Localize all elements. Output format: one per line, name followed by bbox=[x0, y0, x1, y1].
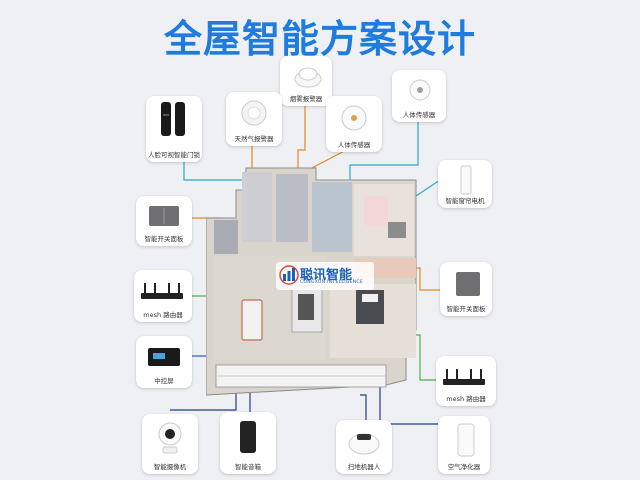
brand-name: 聪讯智能 bbox=[300, 268, 353, 283]
device-card-camera[interactable]: 智能摄像机 bbox=[142, 414, 198, 474]
device-label: mesh 路由器 bbox=[446, 394, 486, 403]
device-card-lock[interactable]: 人脸可视智能门锁 bbox=[146, 96, 202, 162]
device-label: 智能摄像机 bbox=[153, 462, 187, 471]
curtain-motor-icon bbox=[460, 165, 472, 195]
device-label: mesh 路由器 bbox=[143, 310, 183, 319]
brand-logo: 聪讯智能 CONGXUN INTELLIGENCE bbox=[276, 262, 374, 290]
device-card-motion[interactable]: 人体传感器 bbox=[392, 70, 446, 122]
robot-vacuum-icon bbox=[348, 433, 380, 455]
gas-detector-icon bbox=[241, 100, 267, 126]
smart-lock-icon bbox=[161, 102, 185, 136]
device-label: 天然气报警器 bbox=[234, 134, 274, 143]
wall-switch-icon bbox=[149, 206, 179, 226]
air-purifier-icon bbox=[457, 423, 475, 457]
device-label: 智能音箱 bbox=[235, 462, 261, 471]
device-label: 智能开关面板 bbox=[446, 304, 486, 313]
device-card-panel[interactable]: 中控屏 bbox=[136, 336, 192, 388]
device-card-router1[interactable]: mesh 路由器 bbox=[134, 270, 192, 322]
device-label: 中控屏 bbox=[154, 376, 174, 385]
line-robot bbox=[360, 394, 367, 425]
device-card-purifier[interactable]: 空气净化器 bbox=[438, 416, 490, 474]
device-card-gas[interactable]: 天然气报警器 bbox=[226, 92, 282, 146]
device-card-robot[interactable]: 扫地机器人 bbox=[336, 420, 392, 474]
device-card-switch1[interactable]: 智能开关面板 bbox=[136, 196, 192, 246]
single-switch-icon bbox=[456, 272, 480, 296]
device-label: 扫地机器人 bbox=[347, 462, 381, 471]
presence-sensor-icon bbox=[341, 105, 367, 131]
device-label: 空气净化器 bbox=[447, 462, 481, 471]
device-card-switch2[interactable]: 智能开关面板 bbox=[440, 262, 492, 316]
device-card-presence[interactable]: 人体传感器 bbox=[326, 96, 382, 152]
device-label: 人体传感器 bbox=[402, 110, 436, 119]
camera-icon bbox=[158, 422, 182, 454]
motion-sensor-icon bbox=[409, 79, 431, 101]
device-card-router2[interactable]: mesh 路由器 bbox=[436, 356, 496, 406]
brand-mark-icon bbox=[279, 265, 299, 285]
brand-english: CONGXUN INTELLIGENCE bbox=[300, 280, 364, 285]
device-label: 人脸可视智能门锁 bbox=[148, 150, 200, 159]
router-icon bbox=[141, 283, 183, 299]
device-label: 烟雾报警器 bbox=[289, 94, 323, 103]
smoke-detector-icon bbox=[294, 67, 322, 88]
device-label: 智能窗帘电机 bbox=[445, 196, 485, 205]
router-icon bbox=[443, 369, 485, 385]
speaker-icon bbox=[240, 421, 256, 453]
device-card-curtain[interactable]: 智能窗帘电机 bbox=[438, 160, 492, 208]
device-label: 人体传感器 bbox=[337, 140, 371, 149]
control-screen-icon bbox=[148, 348, 180, 366]
page-title: 全屋智能方案设计 bbox=[163, 17, 476, 61]
device-label: 智能开关面板 bbox=[144, 234, 184, 243]
line-smoke-top bbox=[297, 105, 306, 178]
device-card-speaker[interactable]: 智能音箱 bbox=[220, 412, 276, 474]
device-card-smoke[interactable]: 烟雾报警器 bbox=[280, 56, 332, 106]
line-water bbox=[349, 120, 419, 185]
